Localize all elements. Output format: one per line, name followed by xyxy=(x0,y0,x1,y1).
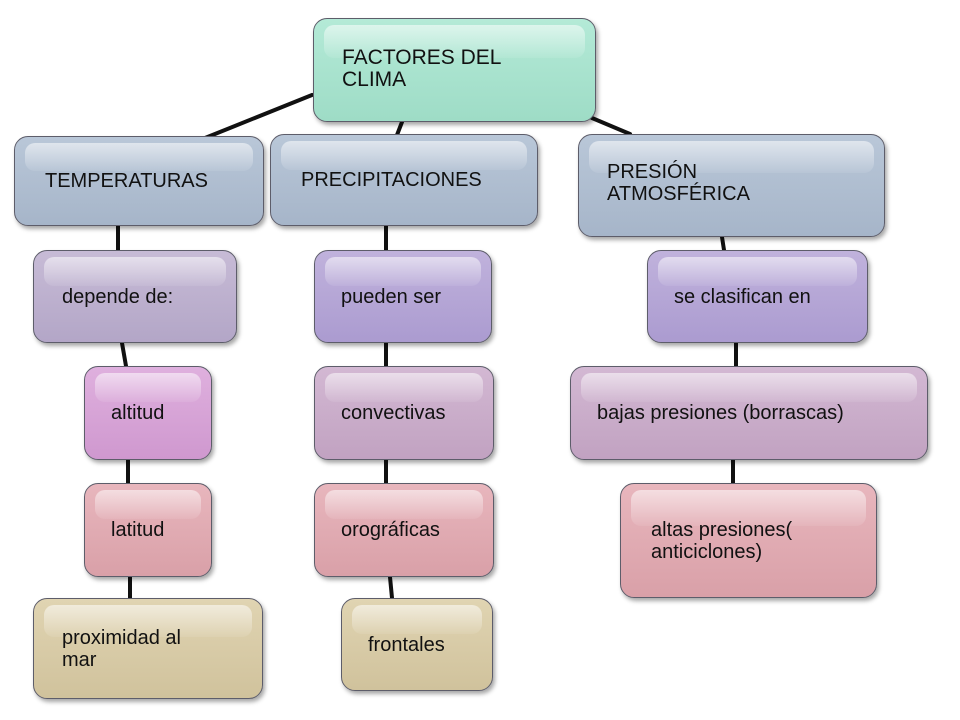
node-label: FACTORES DEL CLIMA xyxy=(342,46,502,91)
node-label: frontales xyxy=(368,633,445,656)
node-label: depende de: xyxy=(62,285,174,308)
node-se-clasifican-en: se clasifican en xyxy=(647,250,868,343)
node-precipitaciones: PRECIPITACIONES xyxy=(270,134,538,226)
node-latitud: latitud xyxy=(84,483,212,577)
node-label: TEMPERATURAS xyxy=(45,170,208,192)
line-presion-clasifican xyxy=(720,235,726,252)
node-proximidad-al-mar: proximidad al mar xyxy=(33,598,263,699)
node-label: latitud xyxy=(111,519,165,541)
node-label: convectivas xyxy=(341,402,446,424)
node-pueden-ser: pueden ser xyxy=(314,250,492,343)
node-factores-del-clima: FACTORES DEL CLIMA xyxy=(313,18,596,122)
node-label: se clasifican en xyxy=(674,285,811,308)
node-altas-presiones: altas presiones( anticiclones) xyxy=(620,483,877,598)
node-presion-atmosferica: PRESIÓN ATMOSFÉRICA xyxy=(578,134,885,237)
node-label: bajas presiones (borrascas) xyxy=(597,402,844,424)
node-label: orográficas xyxy=(341,519,440,541)
line-root-precipitaciones xyxy=(395,120,404,137)
node-label: altitud xyxy=(111,402,165,424)
line-depende-altitud xyxy=(120,341,128,368)
line-orograficas-frontales xyxy=(388,575,394,600)
node-altitud: altitud xyxy=(84,366,212,460)
node-depende-de: depende de: xyxy=(33,250,237,343)
node-label: PRECIPITACIONES xyxy=(301,169,482,191)
node-label: pueden ser xyxy=(341,285,442,308)
node-convectivas: convectivas xyxy=(314,366,494,460)
node-label: PRESIÓN ATMOSFÉRICA xyxy=(607,161,750,205)
node-frontales: frontales xyxy=(341,598,493,691)
node-label: altas presiones( anticiclones) xyxy=(651,518,793,563)
node-orograficas: orográficas xyxy=(314,483,494,577)
node-bajas-presiones: bajas presiones (borrascas) xyxy=(570,366,928,460)
node-label: proximidad al mar xyxy=(62,626,181,671)
line-root-temperaturas xyxy=(203,93,314,140)
line-root-presion xyxy=(590,116,632,136)
node-temperaturas: TEMPERATURAS xyxy=(14,136,264,226)
